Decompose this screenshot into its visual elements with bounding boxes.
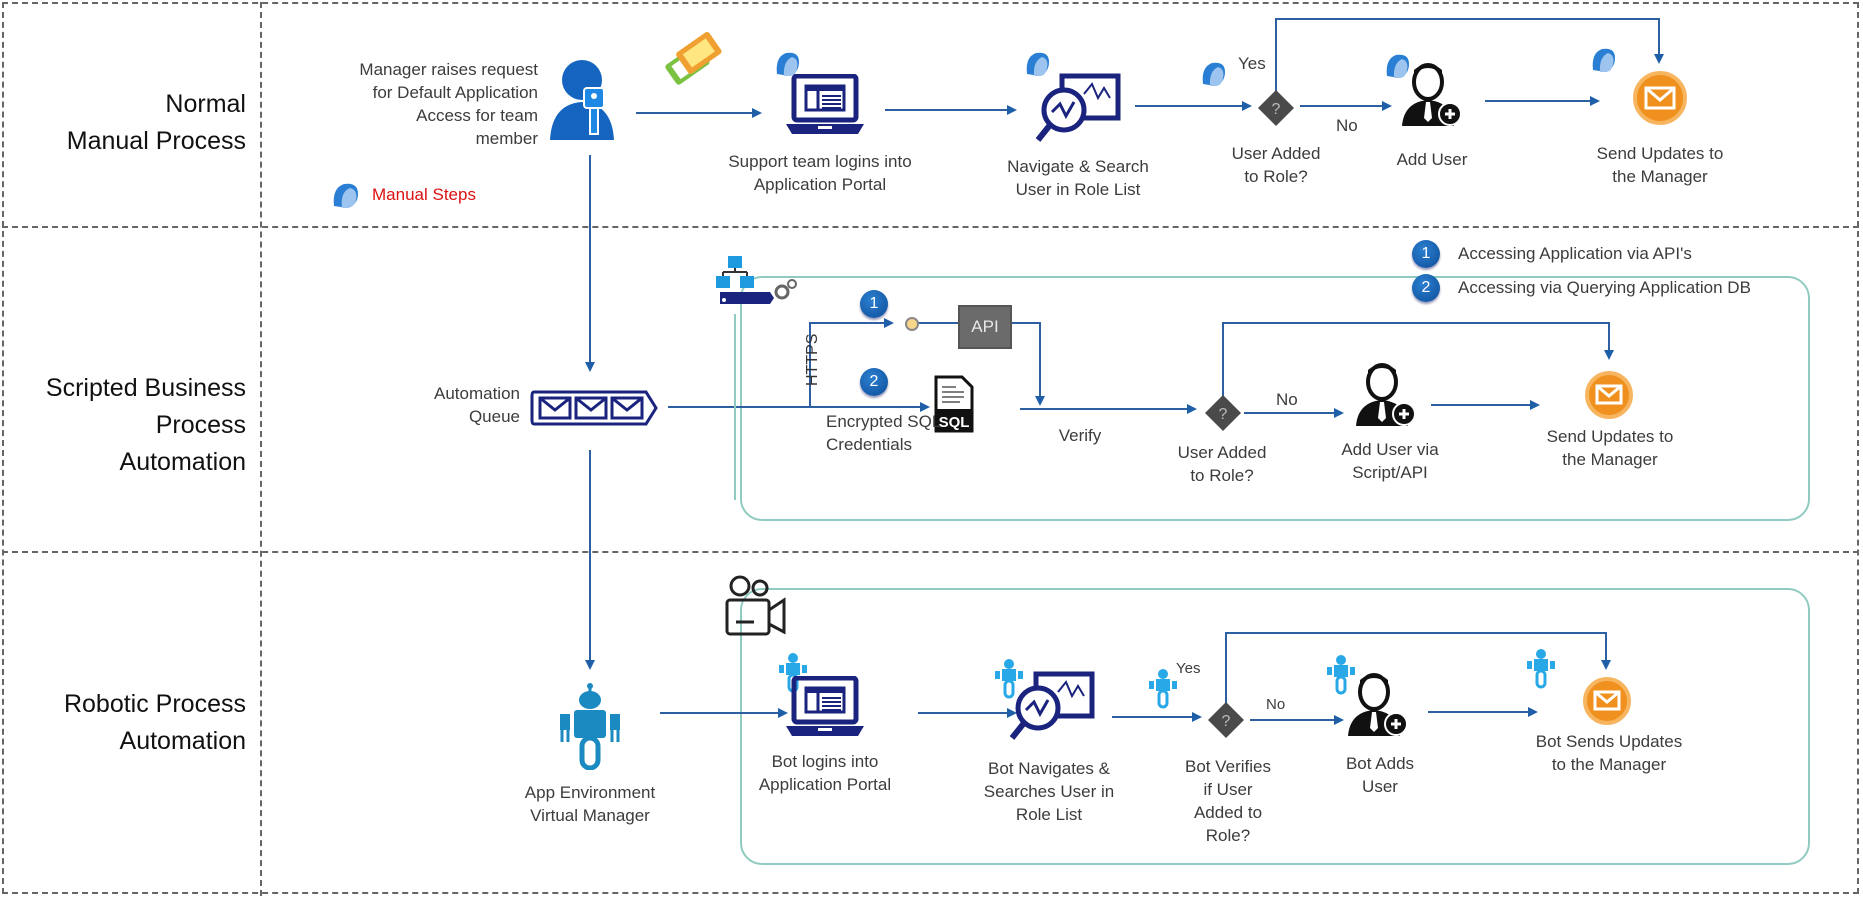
rpa-process-box: [740, 588, 1810, 865]
arrow-yes: [1222, 322, 1614, 396]
no-label: No: [1336, 116, 1358, 135]
svg-text:SQL: SQL: [939, 414, 970, 431]
manager-key-icon: [550, 60, 614, 140]
manual-step4-label: Send Updates to the Manager: [1596, 144, 1724, 186]
manual-step-icon: [333, 183, 358, 208]
label-column-divider: [260, 2, 262, 896]
api-endpoint-icon: [905, 317, 919, 331]
scripted-add-label: Add User via Script/API: [1341, 440, 1439, 482]
scripted-process-box: [740, 276, 1810, 521]
yes-label: Yes: [1176, 660, 1201, 677]
robot-icon: [560, 683, 620, 770]
lane-label-rpa: Robotic Process Automation: [63, 690, 246, 755]
decision-diamond-icon: ?: [1258, 90, 1294, 126]
rpa-step1-label: Bot logins into Application Portal: [758, 752, 892, 794]
rpa-step2-label: Bot Navigates & Searches User in Role Li…: [983, 759, 1115, 824]
lane-divider: [2, 226, 1859, 228]
bot-step-icon: [995, 659, 1023, 699]
manual-start-label: Manager raises request for Default Appli…: [359, 60, 538, 148]
rpa-start-label: App Environment Virtual Manager: [524, 783, 656, 825]
lane-label-manual: Normal Manual Process: [66, 90, 246, 155]
manual-step-icon: [1592, 48, 1615, 72]
decision-diamond-icon: ?: [1205, 395, 1241, 431]
verify-label: Verify: [1058, 426, 1102, 445]
add-user-icon: [1356, 363, 1416, 426]
legend-badge-1: 1: [1412, 240, 1440, 268]
search-analytics-icon: [1009, 671, 1095, 740]
video-camera-icon: [725, 575, 786, 636]
decision-diamond-icon: ?: [1208, 702, 1244, 738]
automation-queue-icon: [530, 390, 658, 426]
manual-step3-label: Add User: [1396, 150, 1468, 169]
badge-2: 2: [860, 368, 888, 396]
manual-step-icon: [1202, 62, 1225, 86]
badge-1: 1: [860, 290, 888, 318]
manual-step-icon: [1386, 54, 1409, 78]
rpa-step3-label: Bot Adds User: [1345, 754, 1415, 796]
legend-api: Accessing Application via API's: [1458, 244, 1692, 263]
laptop-icon: [786, 74, 864, 134]
ticket-icon: [665, 32, 722, 85]
manual-step-icon: [1026, 52, 1049, 76]
lane-divider: [2, 551, 1859, 553]
mail-icon: [1633, 71, 1687, 125]
arrow-yes: [1225, 632, 1611, 704]
no-label: No: [1276, 390, 1298, 409]
sql-credentials-label: Encrypted SQL Credentials: [826, 412, 942, 454]
add-user-icon: [1402, 63, 1462, 126]
legend-badge-2: 2: [1412, 274, 1440, 302]
no-label: No: [1266, 696, 1286, 713]
rpa-step4-label: Bot Sends Updates to the Manager: [1535, 732, 1683, 774]
scripted-send-label: Send Updates to the Manager: [1546, 427, 1674, 469]
manual-steps-legend: Manual Steps: [372, 185, 476, 204]
laptop-icon: [786, 676, 864, 736]
add-user-icon: [1348, 673, 1408, 736]
bot-step-icon: [1527, 649, 1555, 689]
bot-step-icon: [1149, 669, 1177, 709]
svg-text:?: ?: [1272, 101, 1281, 118]
https-label: HTTPS: [804, 333, 821, 386]
manual-step-icon: [776, 52, 799, 76]
api-box: API: [958, 305, 1012, 349]
mail-icon: [1583, 677, 1631, 725]
yes-label: Yes: [1238, 54, 1266, 73]
sql-file-icon: SQL: [934, 375, 974, 433]
queue-label: Automation Queue: [434, 384, 520, 426]
rpa-decision-label: Bot Verifies if User Added to Role?: [1185, 757, 1271, 845]
svg-text:?: ?: [1222, 713, 1231, 730]
manual-step2-label: Navigate & Search User in Role List: [1007, 157, 1149, 199]
network-server-icon: [716, 256, 797, 304]
svg-text:?: ?: [1219, 406, 1228, 423]
arrow-yes: [1275, 18, 1664, 92]
manual-decision-label: User Added to Role?: [1231, 144, 1321, 186]
legend-db: Accessing via Querying Application DB: [1458, 278, 1751, 297]
manual-step1-label: Support team logins into Application Por…: [728, 152, 912, 194]
search-analytics-icon: [1035, 73, 1121, 142]
lane-label-scripted: Scripted Business Process Automation: [45, 374, 246, 476]
arrow-https: [809, 318, 894, 407]
mail-icon: [1585, 371, 1633, 419]
scripted-decision-label: User Added to Role?: [1177, 443, 1267, 485]
bot-step-icon: [1327, 655, 1355, 695]
